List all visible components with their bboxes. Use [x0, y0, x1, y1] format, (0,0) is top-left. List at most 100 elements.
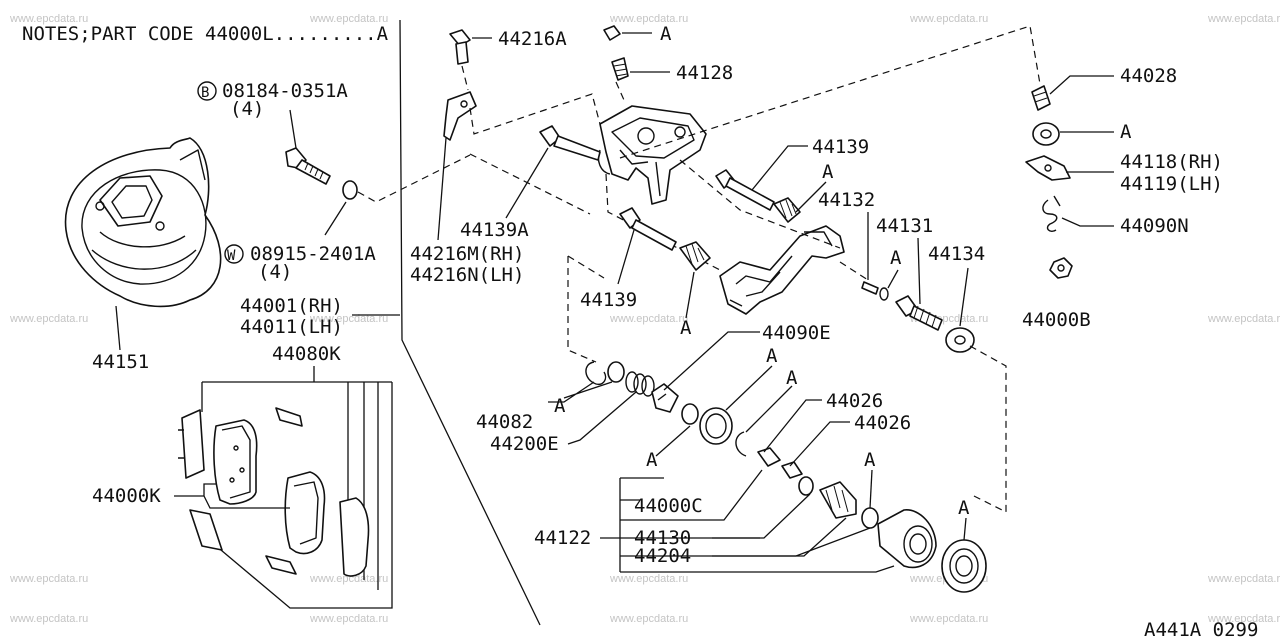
watermark: www.epcdata.ru	[9, 613, 88, 625]
leader-44200E	[567, 391, 637, 445]
label-A-low2: A	[958, 497, 970, 519]
caliper-body-drawing	[597, 105, 707, 205]
label-44000B: 44000B	[1022, 309, 1091, 331]
plate-hole	[1044, 164, 1052, 172]
spring-44090N-drawing	[1042, 195, 1061, 233]
divider-line	[399, 19, 541, 626]
dashed-caliper-guide	[469, 153, 591, 215]
label-A-top: A	[660, 23, 672, 45]
label-44118: 44118(RH)	[1120, 151, 1223, 173]
label-A-44139: A	[822, 161, 834, 183]
bracket-44122	[619, 469, 895, 573]
dashed-torque-link	[839, 261, 869, 281]
bolt-44216A-drawing	[449, 29, 471, 65]
adjuster-44131-drawing	[895, 295, 943, 331]
label-44132: 44132	[818, 189, 875, 211]
leader-A-44131	[887, 269, 899, 289]
footer-code: A441A 0299	[1144, 619, 1258, 640]
circle-w-icon	[224, 244, 244, 264]
label-08184: 08184-0351A	[222, 80, 348, 102]
leader-44151	[115, 305, 121, 351]
label-44119: 44119(LH)	[1120, 173, 1223, 195]
piston-body-drawing	[877, 509, 937, 569]
pin-44132-drawing	[861, 281, 879, 295]
spring-cup-44090E-drawing	[651, 383, 679, 413]
label-44090N: 44090N	[1120, 215, 1189, 237]
seal-ring-drawing	[607, 361, 625, 383]
watermark: www.epcdata.ru	[609, 613, 688, 625]
label-44000C: 44000C	[634, 495, 703, 517]
nut-A-drawing	[1032, 122, 1060, 146]
watermark: www.epcdata.ru	[9, 13, 88, 25]
watermark: www.epcdata.ru	[1207, 573, 1280, 585]
label-44026-2: 44026	[854, 412, 911, 434]
piston-44204-drawing	[819, 481, 857, 519]
label-A-44082: A	[554, 395, 566, 417]
watermark: www.epcdata.ru	[309, 613, 388, 625]
circle-b-letter: B	[201, 85, 209, 101]
label-44026-1: 44026	[826, 390, 883, 412]
leader-44026-2	[789, 421, 850, 467]
leader-A-90E-1	[725, 365, 773, 411]
label-44216N: 44216N(LH)	[410, 264, 524, 286]
leader-08184	[289, 109, 297, 149]
watermark: www.epcdata.ru	[1207, 613, 1280, 625]
dashed-bracket-link	[469, 93, 601, 135]
dashed-upper-to-pin	[679, 159, 841, 249]
washer-08915-drawing	[342, 180, 358, 200]
bracket-hole	[460, 100, 468, 108]
leader-44139-mid	[617, 229, 635, 285]
label-44134: 44134	[928, 243, 985, 265]
bolt-44139A-drawing	[539, 125, 601, 161]
label-A-90E-2: A	[786, 367, 798, 389]
dashed-washer-link	[357, 154, 471, 203]
label-44011: 44011(LH)	[240, 316, 343, 338]
label-44080K: 44080K	[272, 343, 341, 365]
dashed-44216A	[461, 65, 469, 91]
label-44000K: 44000K	[92, 485, 161, 507]
label-44082: 44082	[476, 411, 533, 433]
dashed-top-long	[619, 25, 1041, 159]
leader-A-44200E	[655, 425, 691, 457]
leader-44139-top	[751, 145, 808, 191]
bolt-08184-drawing	[285, 147, 331, 185]
circle-w-letter: W	[227, 248, 236, 264]
label-A-44028: A	[1120, 121, 1132, 143]
watermark: www.epcdata.ru	[909, 13, 988, 25]
label-44139-mid: 44139	[580, 289, 637, 311]
label-A-low1: A	[864, 449, 876, 471]
label-44130: 44130	[634, 527, 691, 549]
watermark: www.epcdata.ru	[609, 13, 688, 25]
torque-member-drawing	[719, 225, 845, 315]
ring-small-drawing	[681, 403, 699, 425]
watermark: www.epcdata.ru	[309, 573, 388, 585]
dust-shield-drawing	[64, 137, 222, 308]
pad-kit-drawing	[178, 407, 370, 577]
label-44151: 44151	[92, 351, 149, 373]
label-A-44131: A	[890, 247, 902, 269]
leader-A-90E-2	[745, 385, 793, 433]
spring-44200E-drawing	[625, 371, 655, 397]
label-44028: 44028	[1120, 65, 1177, 87]
label-44200E: 44200E	[490, 433, 559, 455]
leader-44131	[917, 237, 921, 305]
watermark: www.epcdata.ru	[309, 313, 388, 325]
label-44204: 44204	[634, 545, 691, 567]
bracket-44080K	[201, 366, 393, 609]
watermark: www.epcdata.ru	[909, 613, 988, 625]
dashed-piston-top	[567, 255, 605, 279]
leader-44026-1	[763, 399, 822, 453]
snap-ring-44082-drawing	[585, 361, 607, 386]
ring-piston-drawing	[861, 507, 879, 529]
label-44131: 44131	[876, 215, 933, 237]
watermark: www.epcdata.ru	[1207, 313, 1280, 325]
plate-44026-1-drawing	[757, 447, 781, 467]
label-A-90E-1: A	[766, 345, 778, 367]
guide-pin-upper-drawing	[715, 169, 801, 223]
ring-A-drawing	[879, 287, 889, 301]
leader-44134	[959, 267, 969, 327]
snap-ring-2-drawing	[735, 431, 747, 457]
label-08184-qty: (4)	[230, 98, 264, 120]
bracket-44216M-drawing	[443, 91, 477, 141]
